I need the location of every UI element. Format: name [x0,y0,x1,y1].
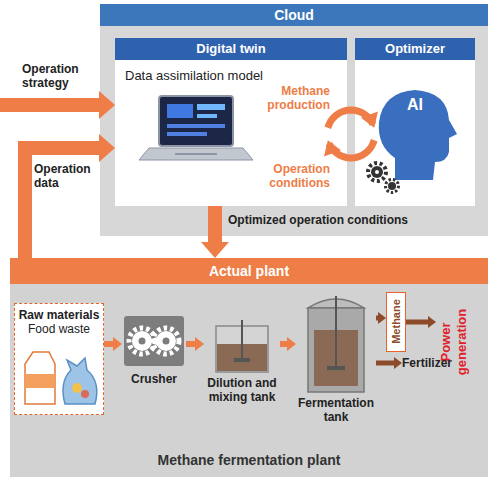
connector [324,140,374,158]
methane-box: Methane [386,292,406,352]
ai-mark: AI [398,96,432,114]
illustration-part [63,358,97,404]
illustration-part [241,320,243,360]
illustration-part [167,124,225,128]
illustration-part [386,180,399,193]
illustration-part [163,338,170,345]
illustration-part [167,132,207,136]
output-name: Fertilizer [402,354,472,372]
model-name: Data assimilation model [125,68,347,83]
fertilizer-output: Fertilizer [402,354,472,375]
connector [328,110,378,128]
edge-label: Operation data [34,162,96,190]
connector-line [280,341,288,347]
arrow-head [99,134,115,162]
unit-name: Crusher [122,372,186,386]
mixing-tank-icon [204,318,280,430]
arrow-head [428,316,436,328]
connector [280,337,296,351]
arrow-head [287,337,296,351]
illustration-part [327,366,345,370]
plant-header: Actual plant [10,258,488,284]
mixing-tank: Dilution and mixing tank [204,318,280,430]
cloud-header: Cloud [100,4,488,26]
illustration-part [368,163,386,181]
illustration-part [159,96,233,146]
arrow-head [394,357,402,369]
illustration-part [375,170,379,174]
arrow-head [195,337,204,351]
illustration-part [132,331,152,351]
illustration-part [25,374,55,388]
illustration-part [388,182,396,190]
crusher-unit: Crusher [122,312,186,392]
illustration-part [379,90,457,180]
connector-line [186,341,196,347]
arrow-head [113,337,122,351]
illustration-part [124,316,184,366]
illustration-part [99,91,115,119]
cloud-panel: Cloud Digital twinData assimilation mode… [100,4,488,236]
arrow-head [324,140,341,156]
edge-label: Operation conditions [258,162,330,190]
illustration-part [234,358,250,362]
illustration-part [81,390,89,398]
arrow-head [201,242,229,258]
fermentation-tank: Fermentation tank [296,288,376,430]
connector [186,337,204,351]
connector [104,337,122,351]
illustration-part [72,383,82,393]
box-body: Food waste [15,322,103,336]
illustration-part [156,331,176,351]
connector [25,134,115,258]
illustration-part [139,338,146,345]
unit-name: Fermentation tank [296,396,376,424]
plant-panel: Actual plantMethane fermentation plant R… [10,258,488,477]
illustration-part [167,104,193,118]
box-heading: Raw materials [15,308,103,322]
arrow-head [378,312,386,324]
connector-line [104,341,114,347]
connector [201,206,229,258]
illustration-part [153,328,179,354]
illustration-part [0,98,99,112]
product-name: Methane [387,294,404,350]
edge-label: Methane production [258,84,330,112]
panel-header: Digital twin [115,38,347,60]
illustration-part [371,166,383,178]
edge-label: Optimized operation conditions [228,213,448,227]
connector [376,357,402,369]
illustration-part [139,148,253,160]
connector-line [25,148,100,258]
power-generation: Power generation [436,292,472,392]
connector-line [208,206,222,243]
connector [376,312,386,324]
illustration-part [197,104,225,110]
arrow-head [361,112,378,128]
raw-materials-box: Raw materialsFood waste [14,303,104,415]
illustration-part [175,153,217,155]
input-label: Operation strategy [22,62,96,90]
illustration-part [25,352,55,404]
connector [406,316,436,328]
illustration-part [335,296,337,368]
connector-line [406,320,429,325]
output-name: Power generation [436,292,472,392]
plant-name: Methane fermentation plant [10,452,488,468]
panel-header: Optimizer [355,38,475,60]
illustration-part [197,114,217,118]
unit-name: Dilution and mixing tank [204,376,280,404]
connector-line [376,361,395,366]
